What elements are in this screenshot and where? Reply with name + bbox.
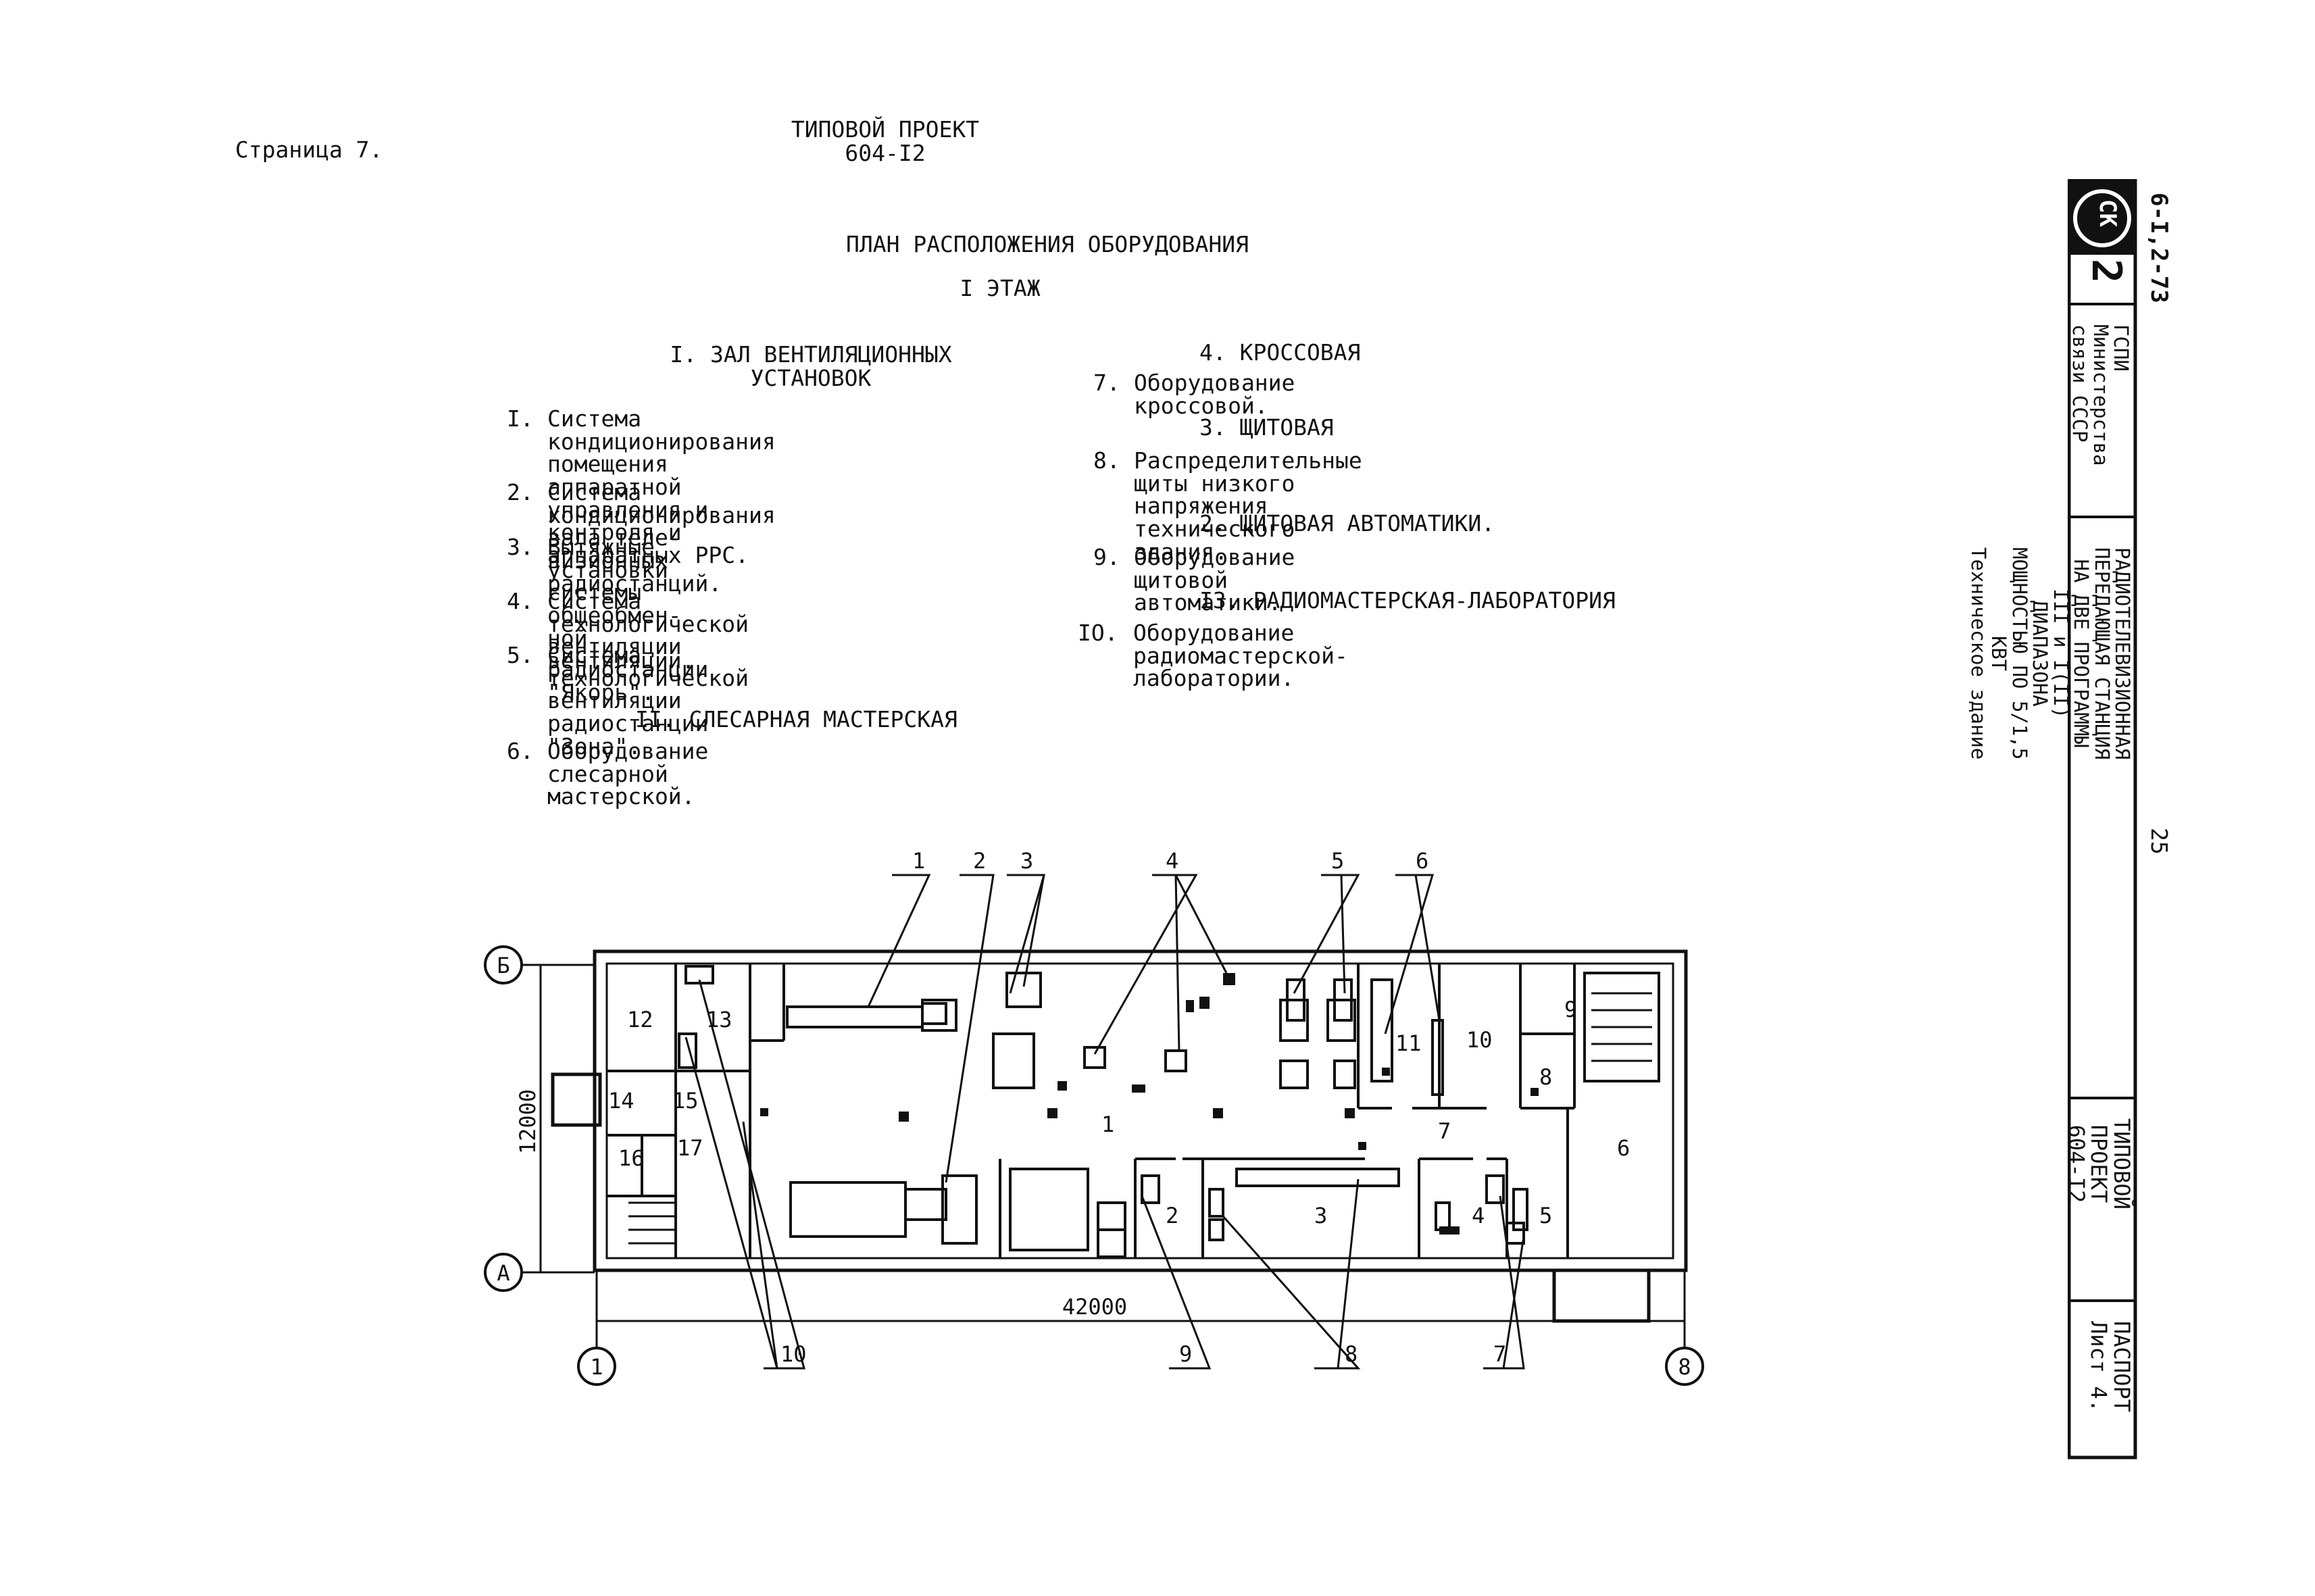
- page-title: ПЛАН РАСПОЛОЖЕНИЯ ОБОРУДОВАНИЯ: [845, 231, 1249, 257]
- building-inner-outline: [605, 962, 1674, 1260]
- callout-top-4: 4: [1166, 848, 1178, 874]
- annex-wall: [1552, 1270, 1651, 1323]
- room-6: 6: [1617, 1135, 1630, 1161]
- title-block: СК 2 6-I,2-73 ГСПИ Министерства связи СС…: [1967, 179, 2172, 1463]
- room-11: 11: [1395, 1030, 1422, 1056]
- callout-bottom-10: 10: [780, 1341, 807, 1367]
- room-15: 15: [672, 1088, 699, 1114]
- callout-bottom-8: 8: [1345, 1341, 1358, 1367]
- project-header: ТИПОВОЙ ПРОЕКТ 604-I2: [777, 118, 993, 165]
- project-title: РАДИОТЕЛЕВИЗИОННАЯ ПЕРЕДАЮЩАЯ СТАНЦИЯ НА…: [1966, 547, 2134, 760]
- axis-a-label: А: [497, 1260, 509, 1286]
- room-10: 10: [1466, 1027, 1493, 1053]
- dim-vertical: 12000: [515, 1089, 541, 1154]
- callout-top-6: 6: [1416, 848, 1428, 874]
- type-project: ТИПОВОЙ ПРОЕКТ 604-I2: [2063, 1118, 2135, 1210]
- room-14: 14: [608, 1088, 634, 1114]
- page-label: Страница 7.: [235, 136, 383, 163]
- entrance-block: [551, 1072, 602, 1127]
- legend-section-1-title: I. ЗАЛ ВЕНТИЛЯЦИОННЫХ УСТАНОВОК: [670, 341, 952, 391]
- callout-bottom-9: 9: [1179, 1341, 1192, 1367]
- project-header-line2: 604-I2: [845, 139, 926, 166]
- title-block-frame: [2068, 179, 2137, 1460]
- passport-sheet: ПАСПОРТ Лист 4.: [2086, 1321, 2135, 1412]
- room-17: 17: [677, 1135, 703, 1161]
- logo-letters: СК: [2094, 199, 2121, 227]
- room-7: 7: [1438, 1118, 1451, 1144]
- dimension-lines: [522, 964, 1686, 1348]
- interior-walls: [607, 964, 1660, 1258]
- document-code: 6-I,2-73: [2145, 193, 2172, 303]
- room-13: 13: [706, 1007, 732, 1032]
- room-9: 9: [1564, 997, 1577, 1022]
- axis-8-label: 8: [1678, 1354, 1691, 1380]
- legend-section-4-title: 4. КРОССОВАЯ: [1199, 339, 1361, 366]
- legend-section-3-title: 3. ЩИТОВАЯ: [1199, 414, 1334, 441]
- legend-section-2-title: II. СЛЕСАРНАЯ МАСТЕРСКАЯ: [635, 706, 957, 732]
- project-header-line1: ТИПОВОЙ ПРОЕКТ: [791, 116, 980, 143]
- room-5: 5: [1539, 1203, 1552, 1228]
- small-equipment: [760, 973, 1539, 1235]
- equipment: [678, 965, 1528, 1258]
- callout-top-5: 5: [1331, 848, 1344, 874]
- logo-icon: [2073, 189, 2131, 247]
- callout-top-2: 2: [973, 848, 986, 874]
- callout-top-3: 3: [1020, 848, 1033, 874]
- room-1: 1: [1101, 1112, 1114, 1137]
- legend-section-2b-title: 2. ЩИТОВАЯ АВТОМАТИКИ.: [1199, 510, 1495, 537]
- room-2: 2: [1166, 1203, 1178, 1228]
- room-8: 8: [1539, 1064, 1552, 1090]
- axis-b-label: Б: [497, 953, 509, 978]
- room-12: 12: [627, 1007, 653, 1032]
- callout-top-1: 1: [912, 848, 925, 874]
- organization: ГСПИ Министерства связи СССР: [2068, 324, 2133, 466]
- page-number: 25: [2146, 828, 2172, 855]
- callout-leaders: [684, 874, 1525, 1370]
- room-16: 16: [618, 1145, 645, 1171]
- dim-horizontal: 42000: [1062, 1294, 1127, 1320]
- room-4: 4: [1472, 1203, 1485, 1228]
- logo-number: 2: [2083, 259, 2130, 284]
- axis-1-label: 1: [590, 1354, 603, 1380]
- logo-background: [2070, 182, 2134, 255]
- legend-section-13-title: I3. РАДИОМАСТЕРСКАЯ-ЛАБОРАТОРИЯ: [1199, 587, 1616, 614]
- building-outline: [593, 949, 1688, 1272]
- stairs: [628, 992, 1652, 1245]
- floor-title: I ЭТАЖ: [960, 275, 1041, 301]
- room-3: 3: [1314, 1203, 1327, 1228]
- callout-bottom-7: 7: [1493, 1341, 1506, 1367]
